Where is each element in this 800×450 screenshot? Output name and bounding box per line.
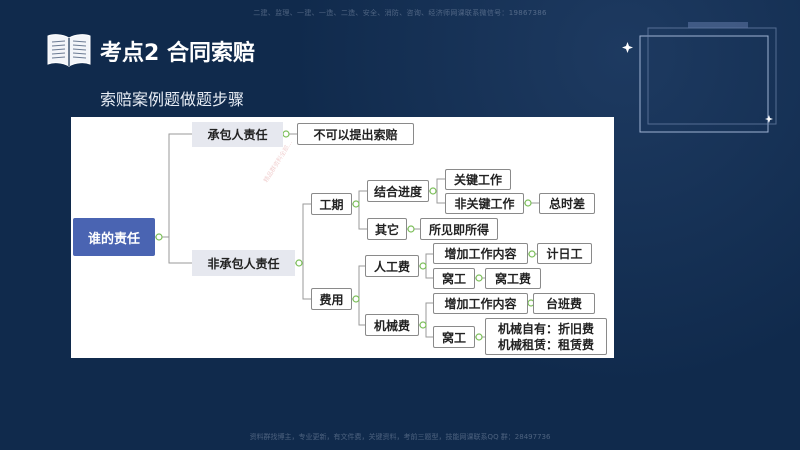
node-schedule: 工期 — [311, 193, 352, 215]
node-other: 其它 — [367, 218, 407, 240]
node-contractor-responsibility: 承包人责任 — [192, 122, 283, 147]
node-machinery-idle: 窝工 — [433, 326, 475, 348]
node-total-float: 总时差 — [539, 193, 595, 214]
node-critical-work: 关键工作 — [445, 169, 511, 190]
node-idle-fee: 窝工费 — [485, 268, 541, 289]
mind-map-diagram: 谁的责任 承包人责任 不可以提出索赔 非承包人责任 工期 结合进度 关键工作 非… — [71, 117, 614, 358]
machinery-rented-rental: 机械租赁：租赁费 — [497, 337, 594, 352]
node-machinery-cost: 机械费 — [365, 314, 419, 336]
node-shift-fee: 台班费 — [533, 293, 595, 314]
node-day-work: 计日工 — [537, 243, 592, 264]
node-labor-added-work: 增加工作内容 — [433, 243, 528, 264]
slide-subtitle: 索赔案例题做题步骤 — [100, 90, 245, 109]
node-non-contractor-responsibility: 非承包人责任 — [192, 250, 295, 276]
node-machinery-idle-result: 机械自有：折旧费 机械租赁：租赁费 — [485, 318, 607, 355]
slide-title: 考点2 合同索赔 — [100, 41, 255, 66]
node-root: 谁的责任 — [73, 218, 155, 256]
node-what-you-see: 所见即所得 — [420, 218, 498, 240]
node-cost: 费用 — [311, 288, 352, 310]
connector-dots — [155, 130, 536, 341]
machinery-owned-depreciation: 机械自有：折旧费 — [497, 321, 594, 336]
node-non-critical-work: 非关键工作 — [445, 193, 524, 214]
decorative-frame — [622, 22, 777, 133]
book-icon — [47, 34, 91, 67]
node-machinery-added-work: 增加工作内容 — [433, 293, 528, 314]
node-labor-cost: 人工费 — [365, 255, 419, 277]
node-no-claim: 不可以提出索赔 — [297, 123, 414, 145]
sparkle-icon — [622, 42, 773, 123]
top-watermark: 二建、监理、一建、一造、二造、安全、消防、咨询、经济师网课联系微信号：19867… — [253, 9, 547, 17]
node-progress: 结合进度 — [367, 180, 429, 202]
node-labor-idle: 窝工 — [433, 268, 475, 289]
mind-map-connectors — [155, 130, 539, 341]
bottom-watermark: 资料群找博主，专业更新，有文件费，关键资料，考前三题型，技能网课联系QQ 群：2… — [249, 433, 551, 441]
